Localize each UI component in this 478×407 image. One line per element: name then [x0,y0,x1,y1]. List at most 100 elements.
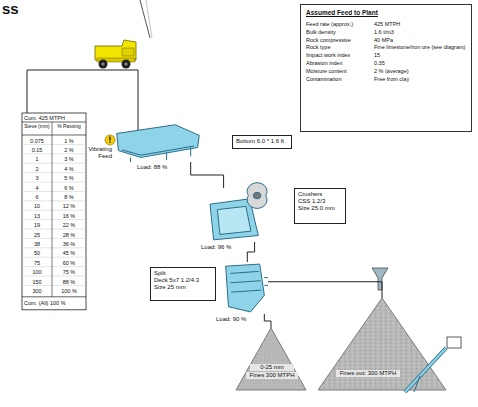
feeder-stroke [130,148,190,162]
screen-callout: SplitDeck 5x7 1.2/4.3Size 25 mm [150,267,216,301]
page-title: ss [2,1,19,16]
table-cell: 2 [24,166,50,172]
table-rule [22,276,86,277]
callout-text: Feed rate (approx.) [306,21,370,27]
vibrating-feeder-outline [115,124,201,162]
table-cell: 25 [24,232,50,238]
table-heading: Cum. 425 MTPH [24,115,84,121]
callout-text: Size 25 mm [154,284,212,291]
table-cell: 22 % [53,222,85,228]
callout-text: 2 % (average) [374,68,466,74]
loader-arm [146,0,152,38]
table-frame [22,113,86,310]
callout-text: Deck 5x7 1.2/4.3 [154,277,212,284]
table-cell: 6 % [53,185,85,191]
crusher-stroke [253,192,260,198]
feeder-stroke [122,146,194,155]
table-rule [22,182,86,183]
equipment-name: Vibrating Feed [84,146,112,160]
table-cell: 2 % [53,147,85,153]
callout-text: Bottom 6.0 * 1.6 ft [236,138,288,145]
table-rule [22,238,86,239]
conveyor-line [247,242,254,262]
callout-text: Crushers [298,191,342,198]
table-rule [22,172,86,173]
crusher-stroke [217,206,250,234]
table-cell: 60 % [53,260,85,266]
conveyor-line [191,162,224,188]
warning-icon [105,135,115,145]
panel-heading: Assumed Feed to Plant [306,9,466,16]
callout-text: Fine limestone/iron ore (see diagram) [374,44,466,50]
crusher-callout: CrushersCSS 1.2/3Size 25.0 mm [294,188,346,224]
feed-spec-panel: Assumed Feed to PlantFeed rate (approx.)… [300,4,472,132]
table-cell: 8 % [53,194,85,200]
table-rule [22,153,86,154]
conveyor-line [268,282,382,298]
pile-label: Fines out: 300 MTPH [336,370,400,377]
table-column-heading: % Passing [53,124,85,130]
table-cell: 6 [24,194,50,200]
screen-stroke [230,271,261,292]
table-cell: 16 % [53,213,85,219]
table-cell: 0.075 [24,138,50,144]
table-cell: 19 [24,222,50,228]
table-cell: 75 [24,260,50,266]
table-column-heading: Sieve (mm) [23,124,51,130]
table-rule [52,122,53,297]
table-rule [22,144,86,145]
cone-crusher: Load: 96 % [205,188,267,242]
table-cell: 10 [24,203,50,209]
table-cell: 38 [24,241,50,247]
load-reading: Load: 96 % [201,244,231,251]
table-cell: 36 % [53,241,85,247]
vibrating-screen: Load: 90 % [222,262,268,314]
callout-text: Moisture content [306,68,370,74]
screen-stroke [226,264,265,312]
table-cell: 1 % [53,138,85,144]
pile-label: 0-25 mm [250,364,294,371]
table-cell: 1 [24,156,50,162]
callout-text: 1.6 t/m3 [374,29,466,35]
table-rule [22,296,86,297]
table-total: Cum. (All) 100 % [24,300,84,306]
feeder-stroke [117,125,200,158]
pile-stroke [318,298,446,390]
callout-text: 15 [374,52,466,58]
callout-text: Abrasion index [306,60,370,66]
table-cell: 13 [24,213,50,219]
table-cell: 100 % [53,288,85,294]
callout-text: 425 MTPH [374,21,466,27]
callout-text: Bulk density [306,29,370,35]
callout-text: Size 25.0 mm [298,205,342,212]
table-cell: 28 % [53,232,85,238]
callout-text: CSS 1.2/3 [298,198,342,205]
callout-text: Split [154,270,212,277]
table-cell: 45 % [53,250,85,256]
pile-label: Fines 300 MTPH [246,372,298,379]
table-rule [22,219,86,220]
table-rule [22,200,86,201]
splitter-funnel [372,268,388,290]
callout-text: 0.35 [374,60,466,66]
table-rule [22,210,86,211]
vibrating-feeder: Vibrating FeedLoad: 88 % [115,124,201,162]
table-cell: 3 [24,175,50,181]
table-cell: 0.15 [24,147,50,153]
table-rule [22,229,86,230]
table-cell: 88 % [53,279,85,285]
table-cell: 4 % [53,166,85,172]
table-rule [22,135,86,136]
table-cell: 50 [24,250,50,256]
callout-text: Free from clay [374,76,466,82]
table-rule [22,266,86,267]
conveyor-line [264,314,271,328]
table-cell: 3 % [53,156,85,162]
table-cell: 100 [24,269,50,275]
cone-crusher-outline [205,188,267,242]
callout-text: Impact work index [306,52,370,58]
table-cell: 5 % [53,175,85,181]
loader-arm [140,0,150,38]
table-rule [22,285,86,286]
